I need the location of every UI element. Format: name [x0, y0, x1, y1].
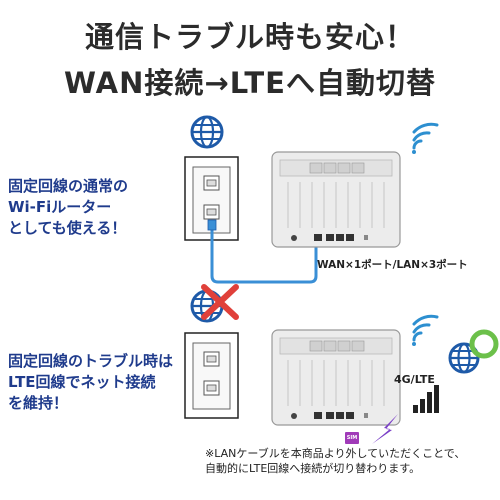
wall-socket-icon — [184, 332, 239, 419]
wifi-icon — [412, 314, 439, 346]
caption-line: LTE回線でネット接続 — [8, 373, 156, 391]
trouble-caption: 固定回線のトラブル時は LTE回線でネット接続 を維持！ — [8, 351, 173, 414]
headline-line1: 通信トラブル時も安心！ — [84, 20, 415, 54]
footnote-line: ※LANケーブルを本商品より外していただくことで、 — [205, 447, 466, 460]
footnote-line: 自動的にLTE回線へ接続が切り替わります。 — [205, 462, 421, 475]
caption-line: Wi-Fiルーター — [8, 198, 112, 216]
caption-line: を維持！ — [8, 394, 69, 412]
cross-icon — [201, 284, 239, 320]
router-icon — [271, 151, 401, 248]
connected-ring-icon — [469, 329, 499, 359]
footnote: ※LANケーブルを本商品より外していただくことで、 自動的にLTE回線へ接続が切… — [205, 446, 465, 476]
globe-icon — [190, 115, 224, 149]
port-label: WAN×1ポート/LAN×3ポート — [317, 259, 468, 271]
router-icon — [271, 329, 401, 426]
headline-line2: WAN接続→LTEへ自動切替 — [64, 66, 436, 100]
lan-cable — [210, 222, 318, 284]
caption-line: 固定回線の通常の — [8, 177, 129, 195]
normal-use-caption: 固定回線の通常の Wi-Fiルーター としても使える！ — [8, 176, 128, 239]
caption-line: としても使える！ — [8, 219, 127, 237]
wifi-icon — [412, 122, 439, 154]
signal-bars-icon — [413, 385, 439, 413]
globe-icon — [448, 342, 480, 374]
lte-label: 4G/LTE — [394, 373, 435, 386]
sim-badge: SIM — [345, 432, 359, 444]
lightning-icon — [372, 414, 398, 444]
caption-line: 固定回線のトラブル時は — [8, 352, 174, 370]
